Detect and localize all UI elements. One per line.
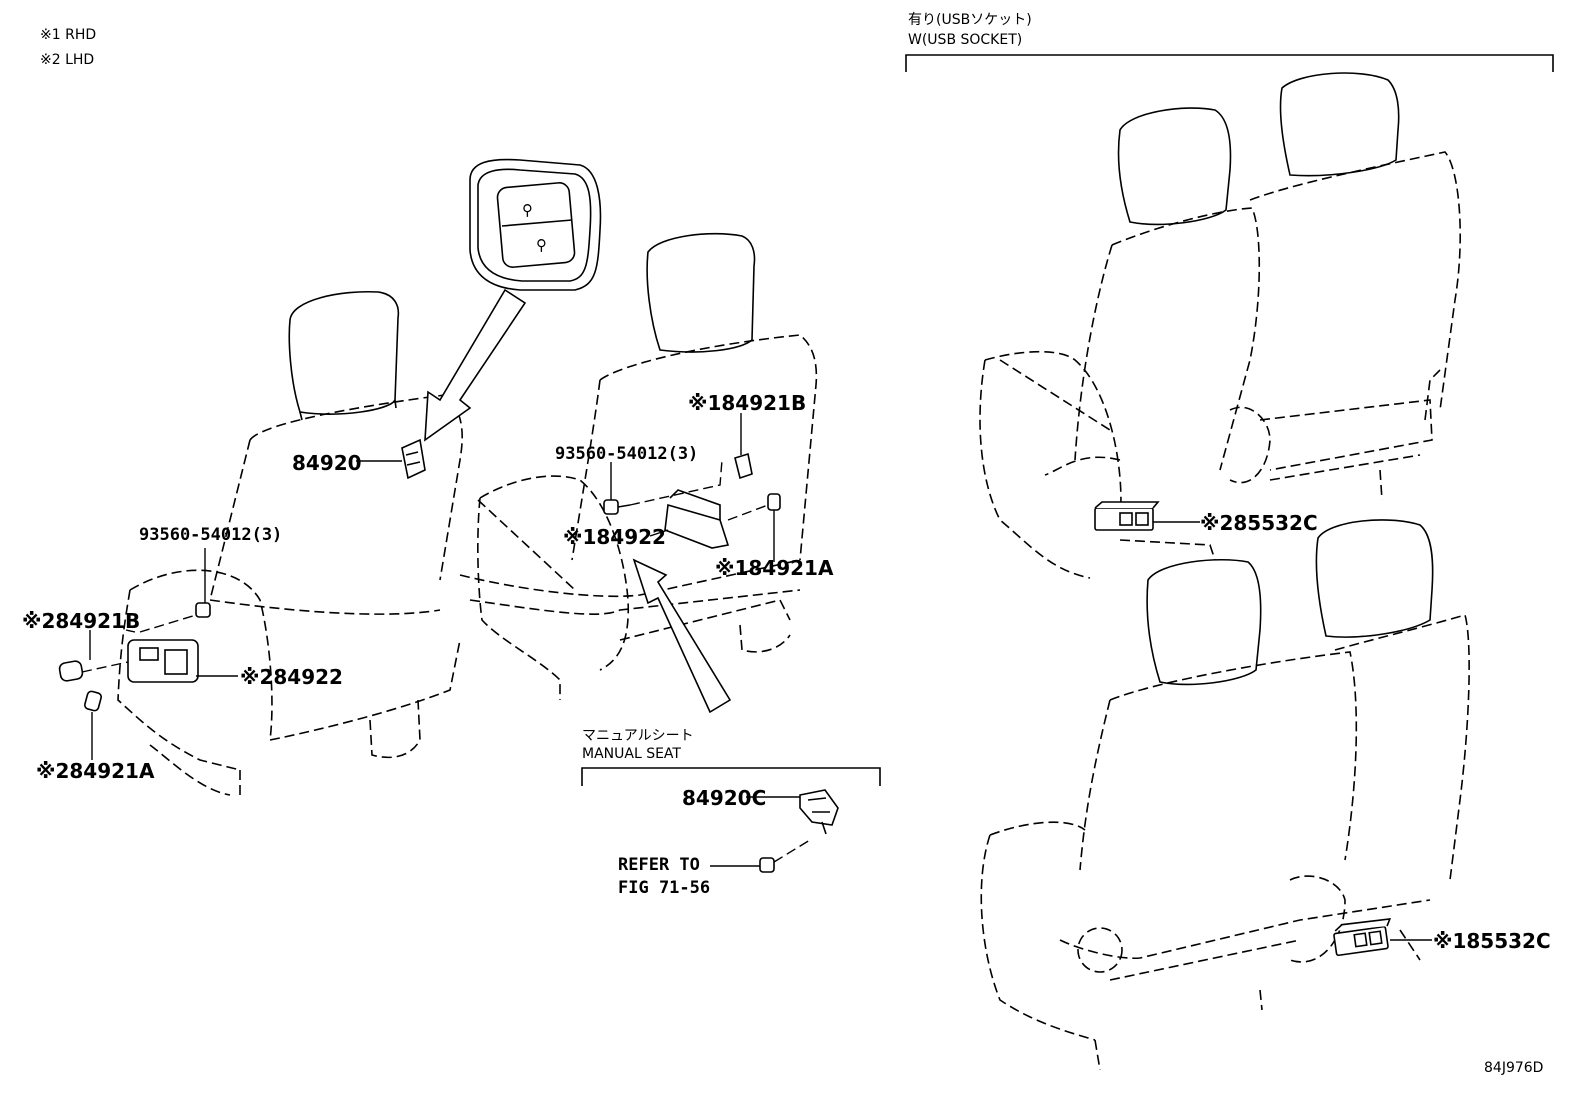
label-93560-left: 93560-54012(3) (139, 525, 282, 545)
left-seat-drawing (58, 290, 463, 800)
zoom-arrow-middle (632, 558, 732, 714)
usb-upper-seats-drawing (979, 72, 1461, 579)
switch-zoom-inset: ⚲ ⚲ (469, 158, 602, 291)
zoom-arrow-left (424, 288, 527, 442)
diagram-code: 84J976D (1484, 1060, 1543, 1076)
svg-text:⚲: ⚲ (536, 236, 547, 254)
note-rhd: ※1 RHD (40, 27, 96, 43)
label-84921a-rhd: ※184921A (715, 556, 834, 580)
refer-line1: REFER TO (618, 855, 700, 875)
manual-seat-title-en: MANUAL SEAT (582, 746, 681, 762)
manual-seat-bracket (581, 767, 881, 786)
label-84920c: 84920C (682, 786, 766, 810)
label-84922-lhd: ※284922 (240, 665, 343, 689)
label-84921a-lhd: ※284921A (36, 759, 155, 783)
label-84921b-rhd: ※184921B (688, 391, 806, 415)
note-lhd: ※2 LHD (40, 52, 94, 68)
label-93560-mid: 93560-54012(3) (555, 444, 698, 464)
usb-bracket (905, 54, 1554, 72)
svg-text:⚲: ⚲ (522, 201, 533, 219)
usb-title-en: W(USB SOCKET) (908, 32, 1022, 48)
label-84920: 84920 (292, 451, 362, 475)
refer-line2: FIG 71-56 (618, 878, 710, 898)
manual-seat-title-jp: マニュアルシート (582, 728, 694, 744)
label-84922-rhd: ※184922 (563, 525, 666, 549)
label-84921b-lhd: ※284921B (22, 609, 140, 633)
usb-lower-seats-drawing (980, 519, 1470, 1071)
usb-title-jp: 有り(USBソケット) (908, 12, 1032, 28)
label-85532c-rhd: ※185532C (1433, 929, 1551, 953)
label-85532c-lhd: ※285532C (1200, 511, 1318, 535)
manual-seat-parts (759, 789, 839, 873)
